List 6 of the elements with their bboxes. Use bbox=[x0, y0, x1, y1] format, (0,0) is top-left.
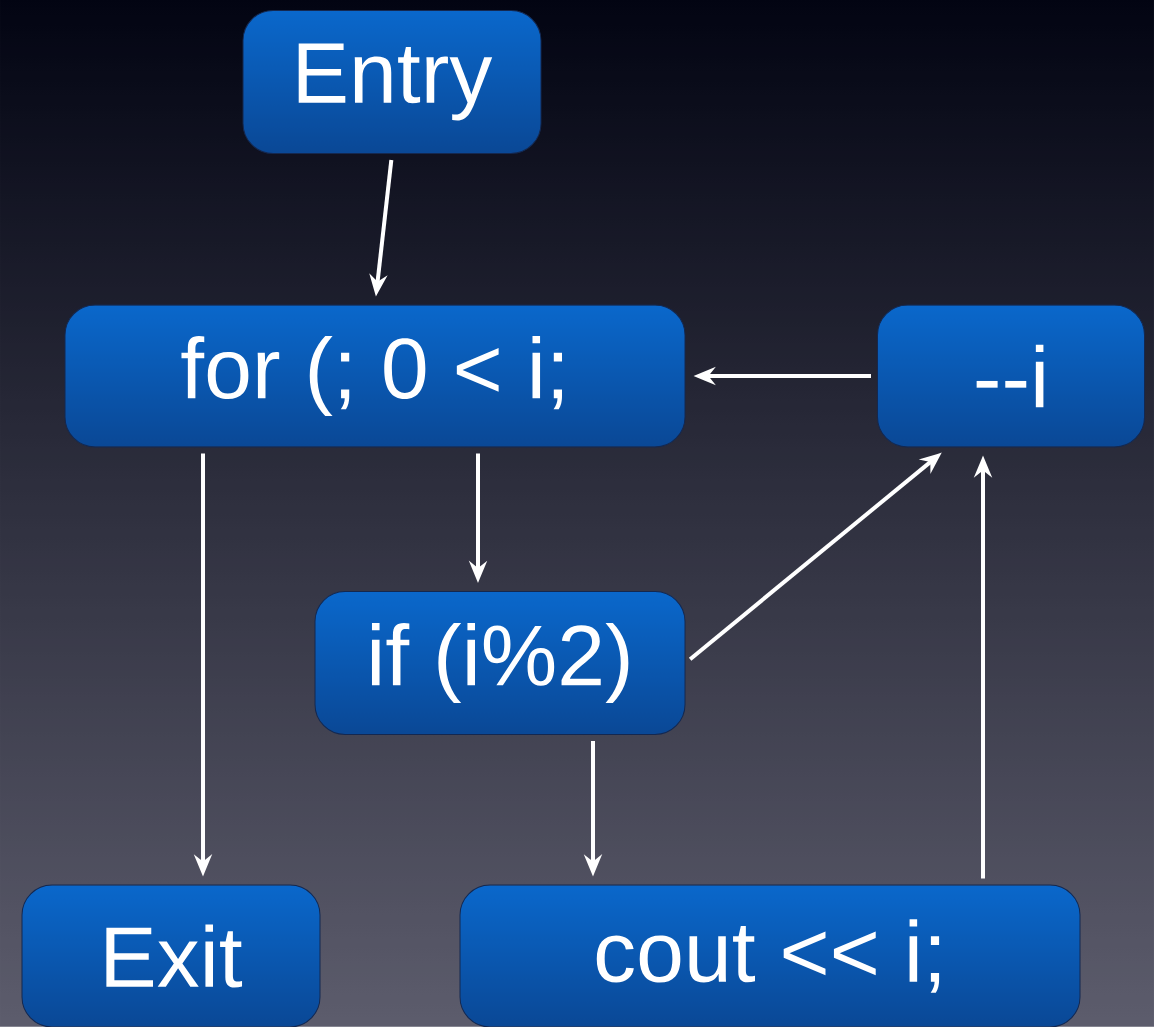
process-box: cout << i; bbox=[459, 884, 1081, 1027]
process-box: for (; 0 < i; bbox=[64, 304, 686, 448]
process-box: Exit bbox=[21, 884, 321, 1027]
process-box: --i bbox=[877, 304, 1145, 448]
process-box: Entry bbox=[242, 10, 542, 154]
process-box: if (i%2) bbox=[314, 591, 686, 735]
